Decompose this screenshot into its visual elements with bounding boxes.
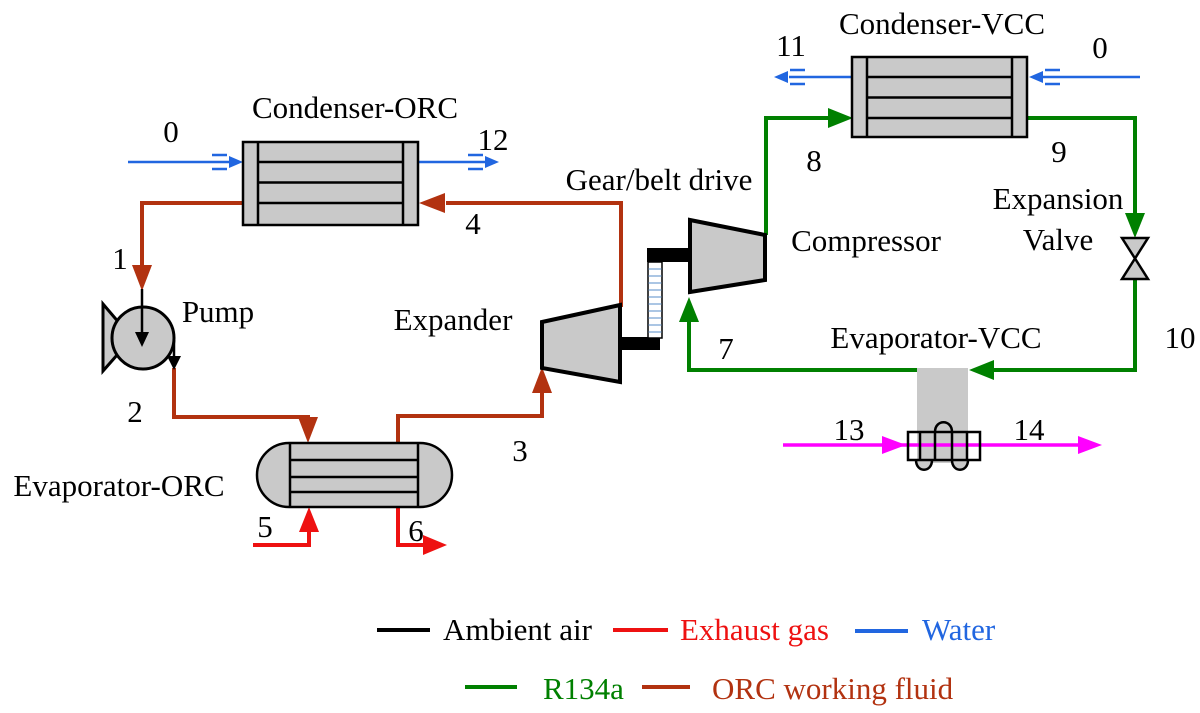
- expander-symbol: [540, 302, 622, 385]
- pump-outlet-arrow: [167, 356, 181, 370]
- pump-label: Pump: [182, 294, 254, 329]
- evaporator-vcc-label: Evaporator-VCC: [830, 320, 1041, 355]
- water-arrow-orc-in: [229, 156, 243, 168]
- compressor-shaft: [647, 248, 690, 262]
- orc-arrow-into-evaporator: [298, 417, 318, 443]
- r134a-lines: [679, 108, 1145, 380]
- evaporator-orc-label: Evaporator-ORC: [13, 468, 224, 503]
- evaporator-vcc-coil: [906, 430, 982, 462]
- point-3: 3: [512, 433, 528, 468]
- expansion-valve-label-line1: Expansion: [993, 181, 1124, 216]
- point-6: 6: [408, 513, 424, 548]
- water-arrow-orc-out: [485, 156, 499, 168]
- point-9: 9: [1051, 134, 1067, 169]
- point-14: 14: [1014, 412, 1046, 447]
- legend-label-water: Water: [922, 612, 996, 647]
- condenser-vcc-label: Condenser-VCC: [839, 6, 1045, 41]
- belt-drive-symbol: [620, 248, 690, 350]
- point-13: 13: [834, 412, 865, 447]
- r134a-arrow-into-valve: [1125, 213, 1145, 238]
- evaporator-orc-symbol: [255, 441, 454, 509]
- air-arrow-out: [1078, 436, 1102, 454]
- compressor-label: Compressor: [791, 223, 942, 258]
- legend-label-exhaust-gas: Exhaust gas: [680, 612, 829, 647]
- pump-inlet-arrow: [135, 332, 149, 347]
- condenser-orc-symbol: [241, 140, 420, 227]
- orc-working-fluid-lines: [132, 193, 623, 443]
- point-4: 4: [465, 206, 481, 241]
- expansion-valve-label-line2: Valve: [1023, 222, 1094, 257]
- compressor-symbol: [688, 217, 767, 295]
- gear-belt-drive-label: Gear/belt drive: [566, 162, 753, 197]
- legend-label-r134a: R134a: [543, 671, 624, 706]
- point-0-water-orc: 0: [163, 114, 179, 149]
- orc-arrow-into-expander: [532, 367, 552, 393]
- orc-arrow-to-pump: [132, 265, 152, 291]
- belt: [647, 261, 663, 339]
- point-10: 10: [1165, 320, 1196, 355]
- water-arrow-vcc-out: [774, 71, 788, 83]
- condenser-vcc-symbol: [850, 55, 1029, 139]
- point-5: 5: [257, 509, 273, 544]
- exhaust-arrow-out: [423, 535, 447, 555]
- point-11: 11: [776, 28, 806, 63]
- point-12: 12: [478, 122, 509, 157]
- air-arrow-in: [882, 436, 906, 454]
- expander-label: Expander: [394, 302, 513, 337]
- point-1: 1: [112, 241, 128, 276]
- expansion-valve-symbol: [1119, 236, 1151, 281]
- exhaust-arrow-in: [299, 507, 319, 532]
- water-lines: [128, 68, 1140, 171]
- water-arrow-vcc-in: [1029, 71, 1043, 83]
- r134a-arrow-into-condenser: [828, 108, 853, 128]
- condenser-orc-label: Condenser-ORC: [252, 90, 458, 125]
- evaporator-vcc-symbol: [783, 368, 1102, 471]
- legend: Ambient air Exhaust gas Water R134a ORC …: [377, 612, 996, 706]
- evaporator-vcc-duct: [917, 368, 968, 463]
- point-7: 7: [718, 331, 734, 366]
- legend-label-ambient-air: Ambient air: [443, 612, 593, 647]
- point-2: 2: [127, 394, 143, 429]
- r134a-arrow-into-compressor: [679, 297, 699, 322]
- exhaust-gas-lines: [253, 507, 447, 555]
- r134a-arrow-into-evaporator: [969, 360, 994, 380]
- point-0-water-vcc: 0: [1092, 30, 1108, 65]
- orc-arrow-into-condenser: [419, 193, 445, 213]
- pump-symbol: [101, 289, 181, 375]
- belt-rungs: [648, 268, 662, 333]
- point-8: 8: [806, 143, 822, 178]
- legend-label-orc-fluid: ORC working fluid: [712, 671, 954, 706]
- expander-shaft: [620, 337, 660, 350]
